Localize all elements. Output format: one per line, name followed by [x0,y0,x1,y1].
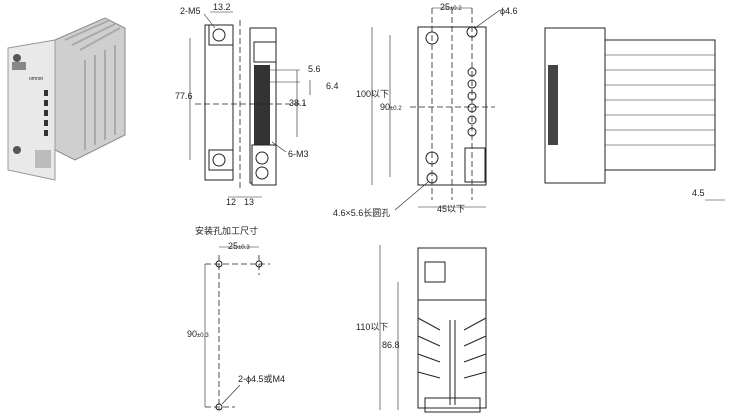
side-mount-view: 25±0.2 ϕ4.6 100以下 90±0.2 4.6×5.6长圆孔 45以下 [333,2,518,218]
dim-77-6: 77.6 [175,91,193,101]
label-hole-dia: ϕ4.6 [500,6,518,16]
dim-13: 13 [244,197,254,207]
dim-4-5: 4.5 [692,188,705,198]
dim-25: 25±0.2 [440,2,462,12]
dim-13-2: 13.2 [213,2,231,12]
brand-label: omron [29,76,43,82]
dim-12: 12 [226,197,236,207]
front-view: 2-M5 13.2 77.6 5.6 6.4 38.1 6-M3 12 13 [175,2,339,207]
dim-110: 110以下 [356,322,388,332]
dim-5-6: 5.6 [308,64,321,74]
dim-cutout-90: 90±0.3 [187,329,209,339]
rail-view: 4.5 [544,27,725,201]
dim-45: 45以下 [437,204,465,214]
label-2-m5: 2-M5 [180,6,201,16]
heatsink-view: 110以下 86.8 [356,245,487,413]
label-6-m3: 6-M3 [288,149,309,159]
dim-cutout-25: 25±0.3 [228,241,250,251]
mounting-hole-cutout: 安装孔加工尺寸 25±0.3 90±0.3 2-ϕ4.5或M4 [187,225,285,411]
dim-90: 90±0.2 [380,102,402,112]
label-cutout-hole: 2-ϕ4.5或M4 [238,373,285,384]
cutout-title: 安装孔加工尺寸 [195,225,258,236]
dim-6-4: 6.4 [326,81,339,91]
dim-100: 100以下 [356,89,389,99]
dim-86-8: 86.8 [382,340,400,350]
product-photo: omron [7,17,126,181]
label-slot: 4.6×5.6长圆孔 [333,207,390,218]
dim-38-1: 38.1 [289,98,307,108]
